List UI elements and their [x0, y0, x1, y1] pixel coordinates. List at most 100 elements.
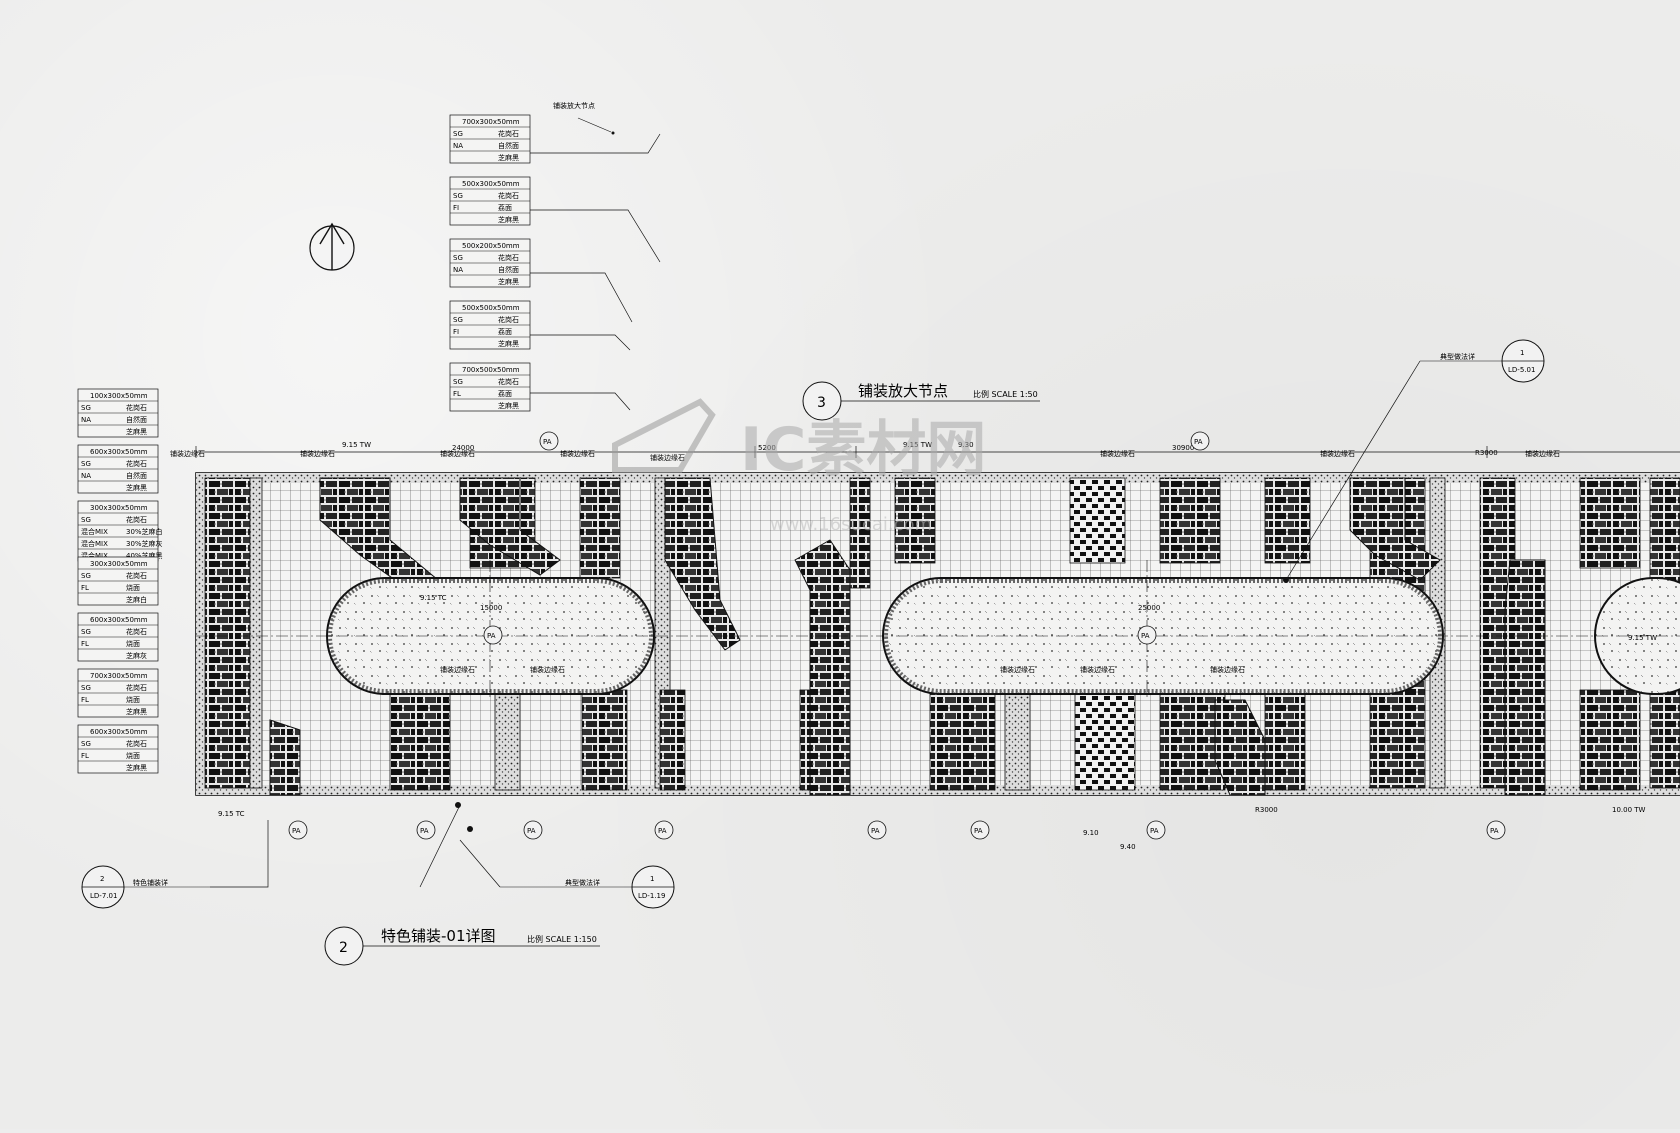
legend-code: FL — [81, 640, 89, 648]
legend-material: 荔面 — [498, 327, 512, 336]
svg-text:典型做法详: 典型做法详 — [1440, 352, 1475, 361]
annotation-label: 铺装边缘石 — [1210, 665, 1245, 674]
paving-strip — [894, 477, 936, 564]
dim-30900: 30900 — [1172, 444, 1194, 452]
annotation-label: 铺装边缘石 — [650, 453, 685, 462]
legend-code: FI — [453, 328, 459, 336]
legend-material: 烧面 — [126, 751, 140, 760]
top-dimension — [195, 446, 1680, 458]
legend-material: 花岗石 — [126, 459, 147, 468]
pa-marker: PA — [1146, 820, 1166, 840]
annotation-label: 铺装边缘石 — [170, 449, 205, 458]
dim-24000: 24000 — [452, 444, 474, 452]
legend-code: SG — [453, 192, 463, 200]
svg-text:比例 SCALE 1:150: 比例 SCALE 1:150 — [527, 934, 597, 944]
legend-size: 700x300x50mm — [462, 118, 520, 126]
paving-strip — [929, 689, 996, 791]
pa-marker: PA — [483, 625, 503, 645]
pa-marker: PA — [1190, 431, 1210, 451]
legend-code: SG — [81, 460, 91, 468]
legend-code: NA — [453, 266, 463, 274]
ref-bubble-ld701[interactable]: 2 LD-7.01 特色铺装详 — [81, 865, 210, 909]
paving-strip — [659, 689, 686, 791]
legend-code: FL — [81, 752, 89, 760]
legend-code: SG — [81, 516, 91, 524]
legend-material: 荔面 — [498, 203, 512, 212]
svg-text:1: 1 — [1520, 349, 1524, 357]
paving-strip — [581, 689, 628, 791]
legend-material: 芝麻黑 — [126, 483, 147, 492]
annotation-label: 铺装边缘石 — [1080, 665, 1115, 674]
pa-marker: PA — [867, 820, 887, 840]
legend-material: 花岗石 — [126, 403, 147, 412]
legend-size: 100x300x50mm — [90, 392, 148, 400]
legend-code: SG — [81, 740, 91, 748]
paving-strip — [579, 477, 621, 579]
paving-strip — [1579, 689, 1641, 791]
elev-e4: 9.10 — [1083, 829, 1099, 837]
legend-code: FL — [81, 696, 89, 704]
ref-bubble-ld501[interactable]: 1 LD-5.01 典型做法详 — [1420, 339, 1545, 383]
svg-text:2: 2 — [100, 875, 104, 883]
paving-strip — [1264, 477, 1311, 564]
legend-material: 花岗石 — [126, 515, 147, 524]
svg-text:PA: PA — [1150, 827, 1159, 835]
svg-text:LD-1.19: LD-1.19 — [638, 892, 665, 900]
legend-material: 芝麻黑 — [498, 153, 519, 162]
legend-material: 芝麻黑 — [126, 707, 147, 716]
legend-material: 花岗石 — [498, 129, 519, 138]
oval-dim-1: 15000 — [480, 604, 502, 612]
elev-e6: 9.15 TC — [420, 594, 447, 602]
pa-marker: PA — [1137, 625, 1157, 645]
legend-size: 500x300x50mm — [462, 180, 520, 188]
legend-material: 花岗石 — [126, 683, 147, 692]
legend-material: 烧面 — [126, 583, 140, 592]
pa-marker: PA — [1486, 820, 1506, 840]
legend-size: 600x300x50mm — [90, 448, 148, 456]
annotation-label: 铺装边缘石 — [440, 665, 475, 674]
elev-e5: 9.40 — [1120, 843, 1136, 851]
legend-size: 500x200x50mm — [462, 242, 520, 250]
legend-material: 30%芝麻灰 — [126, 539, 163, 548]
legend-material: 花岗石 — [498, 315, 519, 324]
legend-code: 混合MIX — [81, 539, 108, 548]
elev-e2: 9.15 TW — [903, 441, 932, 449]
svg-text:典型做法详: 典型做法详 — [565, 878, 600, 887]
radius-1: R3000 — [1255, 806, 1278, 814]
legend-code: 混合MIX — [81, 551, 108, 560]
legend-material: 花岗石 — [126, 571, 147, 580]
svg-text:PA: PA — [527, 827, 536, 835]
svg-text:特色铺装-01详图: 特色铺装-01详图 — [381, 927, 496, 945]
elev-e7: 10.00 TW — [1612, 806, 1646, 814]
legend-code: FL — [81, 584, 89, 592]
legend-material: 自然面 — [498, 141, 519, 150]
annotation-label: 铺装边缘石 — [560, 449, 595, 458]
legend-material: 芝麻黑 — [498, 277, 519, 286]
elev-e2b: 9.15 TW — [1628, 634, 1657, 642]
svg-text:3: 3 — [817, 395, 826, 411]
svg-text:比例 SCALE 1:50: 比例 SCALE 1:50 — [973, 389, 1038, 399]
legend-material: 花岗石 — [126, 739, 147, 748]
svg-text:PA: PA — [1490, 827, 1499, 835]
legend-material: 30%芝麻白 — [126, 527, 163, 536]
legend-material: 自然面 — [126, 415, 147, 424]
svg-text:www.16sucai.com: www.16sucai.com — [770, 514, 932, 535]
ref-bubble-ld119[interactable]: 1 LD-1.19 典型做法详 — [500, 865, 675, 909]
drawing-title-2: 2 特色铺装-01详图 比例 SCALE 1:150 — [324, 926, 600, 966]
annotation-label: 铺装边缘石 — [300, 449, 335, 458]
legend-size: 700x500x50mm — [462, 366, 520, 374]
pa-marker: PA — [288, 820, 308, 840]
legend-size: 500x500x50mm — [462, 304, 520, 312]
annotation-label: 铺装边缘石 — [1320, 449, 1355, 458]
legend-material: 芝麻黑 — [126, 427, 147, 436]
annotation-label: 铺装边缘石 — [530, 665, 565, 674]
